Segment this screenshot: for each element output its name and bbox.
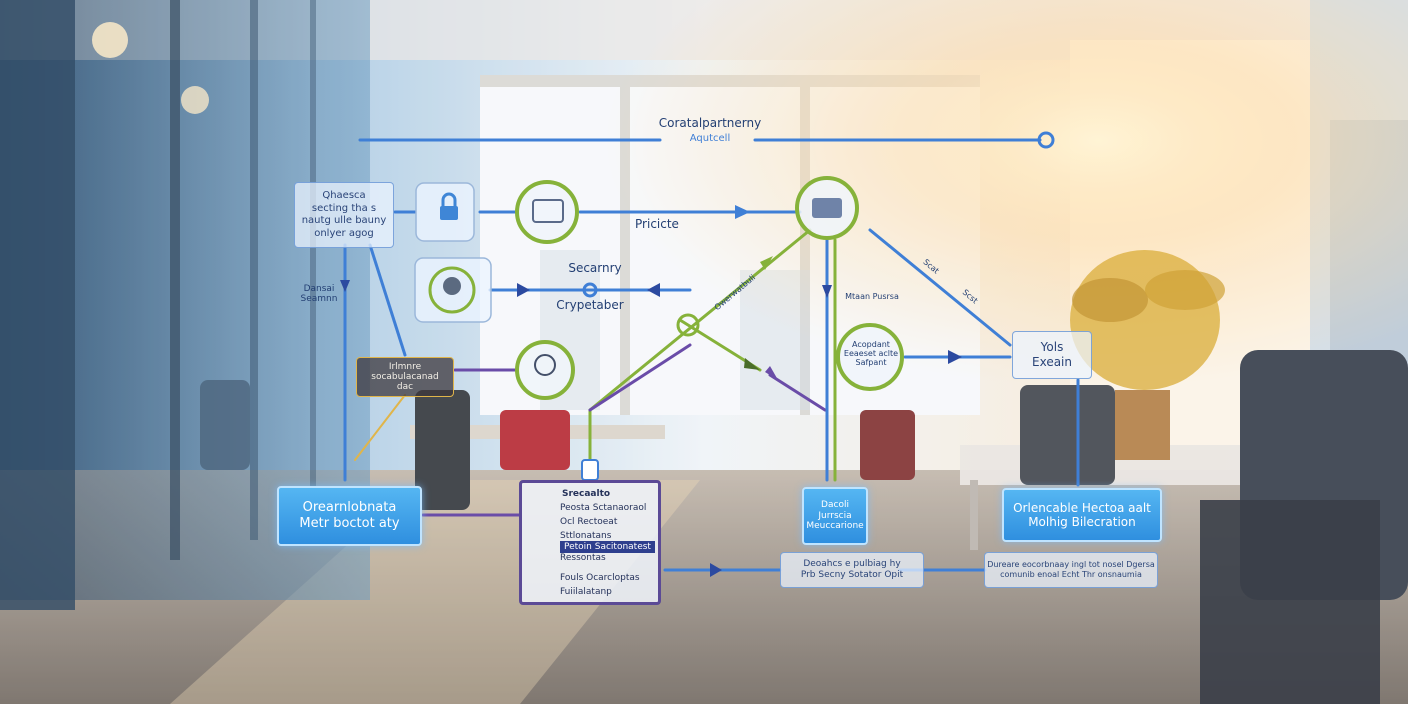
panel-item-text: Fuiilalatanp bbox=[560, 587, 612, 597]
panel-item-text: Ocl Rectoeat bbox=[560, 517, 618, 527]
process-node-top[interactable] bbox=[515, 180, 579, 244]
arrowheads bbox=[340, 131, 1055, 577]
accountant-node-label: Acopdant Eeaeset aclte Safpant bbox=[843, 340, 899, 368]
mid-blue-block[interactable]: Dacoli Jurrscia Meuccarione bbox=[802, 487, 868, 545]
panel-item-selected[interactable]: Petoin Sacitonatest bbox=[560, 541, 655, 553]
panel-item[interactable]: Ressontas bbox=[560, 553, 606, 563]
bottom-right-box[interactable]: Dureare eocorbnaay ingl tot nosel Dgersa… bbox=[984, 552, 1158, 588]
panel-item[interactable]: Sttlonatans bbox=[560, 531, 611, 541]
panel-item[interactable]: Fuiilalatanp bbox=[560, 587, 612, 597]
gear-node[interactable] bbox=[795, 176, 859, 240]
user-node-mid[interactable] bbox=[515, 340, 575, 400]
user-node-left[interactable] bbox=[414, 257, 492, 323]
diagram-title: Coratalpartnerny bbox=[658, 116, 762, 130]
accountant-node[interactable] bbox=[836, 323, 904, 391]
right-blue-block[interactable]: Orlencable Hectoa aalt Molhig Bilecratio… bbox=[1002, 488, 1162, 542]
panel-item[interactable]: Ocl Rectoeat bbox=[560, 517, 617, 527]
left-info-tile[interactable]: Qhaesca secting tha s nautg ulle bauny o… bbox=[294, 182, 394, 248]
center-panel[interactable]: Srecaalto Peosta Sctanaoraol Ocl Rectoea… bbox=[519, 480, 661, 605]
panel-item-text: Sttlonatans bbox=[560, 531, 612, 541]
panel-item-text: Petoin Sacitonatest bbox=[564, 542, 651, 552]
panel-item-text: Peosta Sctanaoraol bbox=[560, 503, 647, 513]
left-side-label: Dansai Seamnn bbox=[300, 284, 338, 305]
mid-process-label: Pricicte bbox=[635, 217, 679, 231]
panel-item[interactable]: Fouls Ocarcloptas bbox=[560, 573, 640, 583]
connectors bbox=[343, 138, 1080, 572]
right-info-box[interactable]: Yols Exeain bbox=[1012, 331, 1092, 379]
security-label: Secarnry bbox=[568, 261, 622, 275]
bottom-mid-box[interactable]: Deoahcs e pulbiag hy Prb Secny Sotator O… bbox=[780, 552, 924, 588]
crypt-label: Crypetaber bbox=[556, 298, 624, 312]
panel-item[interactable]: Peosta Sctanaoraol bbox=[560, 503, 646, 513]
panel-item-text: Ressontas bbox=[560, 553, 606, 563]
center-panel-title: Srecaalto bbox=[562, 489, 611, 499]
lock-node[interactable] bbox=[415, 182, 475, 242]
panel-item-text: Fouls Ocarcloptas bbox=[560, 573, 640, 583]
diagonal-label: Mtaan Pusrsa bbox=[845, 292, 899, 301]
left-blue-block[interactable]: Orearnlobnata Metr boctot aty bbox=[277, 486, 422, 546]
dark-info-box[interactable]: Irlmnre socabulacanad dac bbox=[356, 357, 454, 397]
diagram-subtitle: Aqutcell bbox=[689, 133, 731, 144]
